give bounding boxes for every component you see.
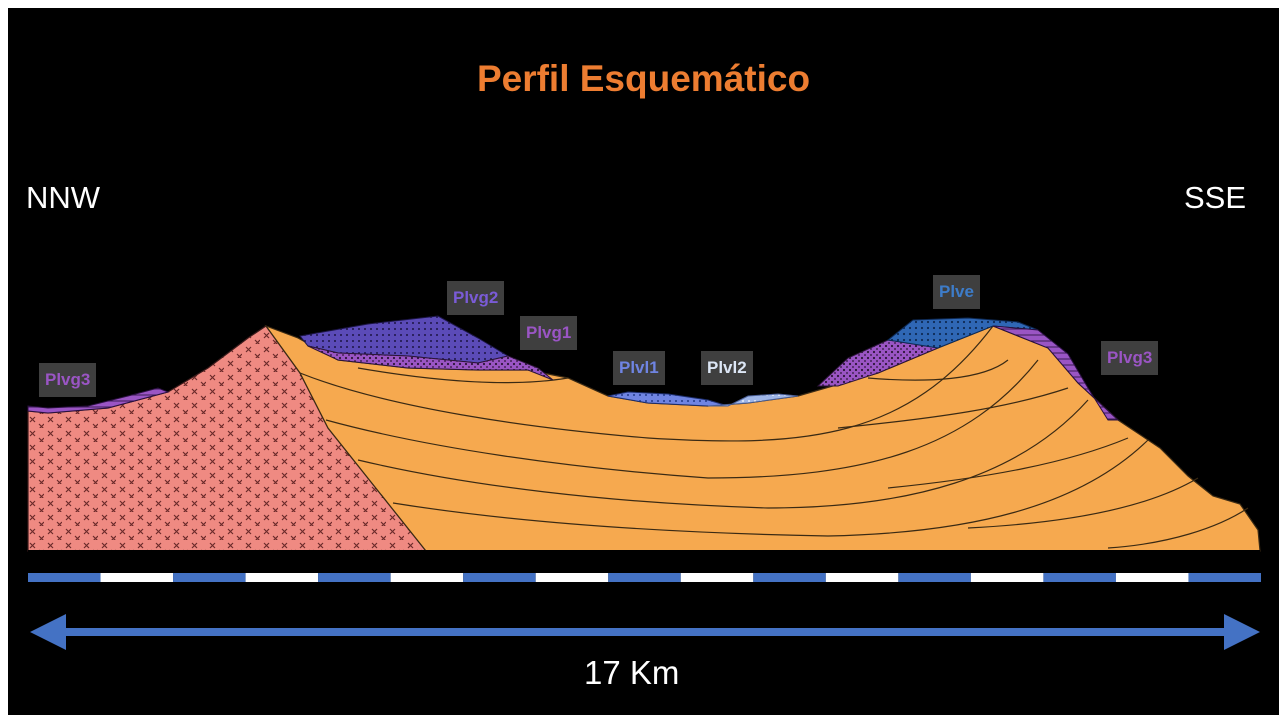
scale-bar-segment — [970, 573, 1044, 582]
scale-bar-segment — [898, 573, 971, 582]
distance-arrow — [30, 614, 1260, 650]
arrow-right-head — [1224, 614, 1260, 650]
scale-bar-segment — [535, 573, 609, 582]
bedding-lines — [299, 325, 1249, 549]
page-title: Perfil Esquemático — [476, 58, 811, 99]
scale-bar-segment — [753, 573, 826, 582]
direction-right-label: SSE — [1183, 180, 1246, 215]
scale-bar-segment — [463, 573, 536, 582]
unit-plvg3-right — [992, 325, 1120, 421]
scale-bar-segment — [100, 573, 174, 582]
scale-bar-segment — [1115, 573, 1189, 582]
scale-bar-segment — [390, 573, 464, 582]
scale-bar-segment — [1188, 573, 1261, 582]
direction-left-label: NNW — [26, 180, 101, 215]
unit-tag-plvg2: Plvg2 — [447, 281, 505, 315]
scale-bar-segment — [318, 573, 391, 582]
scale-bar-segment — [1043, 573, 1116, 582]
unit-plve-body — [886, 317, 1039, 349]
unit-plvl2-body — [707, 393, 799, 407]
scale-bar-segment — [680, 573, 754, 582]
scale-bar-segment — [825, 573, 899, 582]
scale-bar-segment — [608, 573, 681, 582]
unit-plvl1-body — [607, 391, 729, 407]
arrow-left-head — [30, 614, 66, 650]
unit-plvg1-body — [307, 345, 554, 381]
unit-tag-plvl1: Plvl1 — [613, 351, 665, 385]
unit-tag-plvg3-left: Plvg3 — [39, 363, 97, 397]
geologic-profile — [27, 315, 1261, 650]
scale-bar — [28, 573, 1261, 582]
unit-tag-plve: Plve — [933, 275, 980, 309]
slide-background: Perfil Esquemático NNW SSE — [8, 8, 1279, 715]
unit-plvg3-left — [27, 387, 170, 414]
scale-bar-segment — [245, 573, 319, 582]
scale-bar-segment — [173, 573, 246, 582]
unit-tag-plvl2: Plvl2 — [701, 351, 753, 385]
unit-tag-plvg1: Plvg1 — [520, 316, 578, 350]
unit-tag-plvg3-right: Plvg3 — [1101, 341, 1159, 375]
scale-bar-segment — [28, 573, 101, 582]
distance-label: 17 Km — [584, 654, 680, 691]
